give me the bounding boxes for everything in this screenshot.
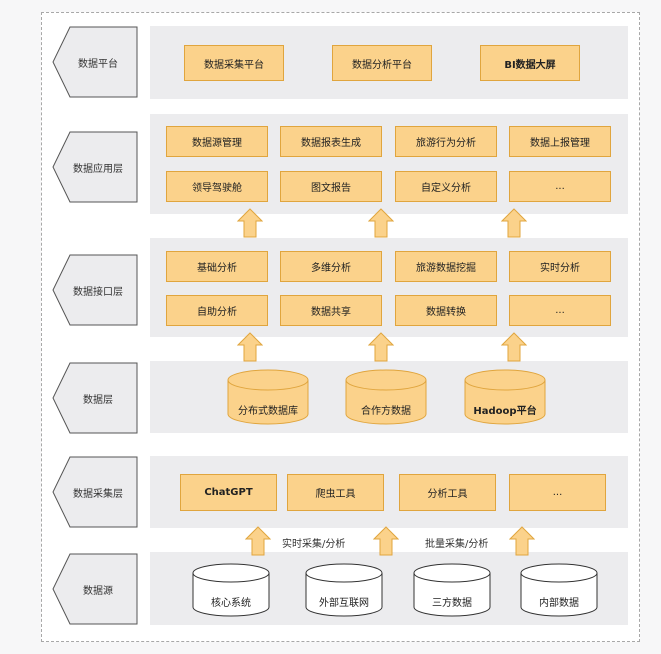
collection-item[interactable]: ChatGPT xyxy=(180,474,277,511)
layer-label-source-text: 数据源 xyxy=(83,585,113,597)
layer-label-platform: 数据平台 xyxy=(52,26,138,98)
interface-item[interactable]: ... xyxy=(509,295,611,326)
application-item[interactable]: 旅游行为分析 xyxy=(395,126,497,157)
data-store-label: 分布式数据库 xyxy=(238,406,298,417)
source-label: 外部互联网 xyxy=(319,598,369,609)
database-icon xyxy=(192,563,270,617)
collection-item[interactable]: 分析工具 xyxy=(399,474,496,511)
database-icon xyxy=(413,563,491,617)
layer-label-application: 数据应用层 xyxy=(52,131,138,203)
data-store-distributed-db[interactable]: 分布式数据库 xyxy=(227,369,309,425)
database-icon xyxy=(345,369,427,425)
data-store-label: 合作方数据 xyxy=(361,406,411,417)
platform-item[interactable]: 数据采集平台 xyxy=(184,45,284,81)
source-core-system[interactable]: 核心系统 xyxy=(192,563,270,617)
interface-item[interactable]: 多维分析 xyxy=(280,251,382,282)
source-label: 三方数据 xyxy=(432,598,472,609)
data-store-hadoop[interactable]: Hadoop平台 xyxy=(464,369,546,425)
layer-label-collection-text: 数据采集层 xyxy=(73,488,123,500)
up-arrow-icon xyxy=(373,526,399,556)
layer-label-collection: 数据采集层 xyxy=(52,456,138,528)
application-item[interactable]: 领导驾驶舱 xyxy=(166,171,268,202)
interface-item[interactable]: 实时分析 xyxy=(509,251,611,282)
layer-label-source: 数据源 xyxy=(52,553,138,625)
collection-item[interactable]: ... xyxy=(509,474,606,511)
source-external-internet[interactable]: 外部互联网 xyxy=(305,563,383,617)
up-arrow-icon xyxy=(368,332,394,362)
data-store-partner-data[interactable]: 合作方数据 xyxy=(345,369,427,425)
database-icon xyxy=(520,563,598,617)
collection-item[interactable]: 爬虫工具 xyxy=(287,474,384,511)
label-shape xyxy=(52,131,138,203)
application-item[interactable]: ... xyxy=(509,171,611,202)
up-arrow-icon xyxy=(245,526,271,556)
interface-item[interactable]: 基础分析 xyxy=(166,251,268,282)
up-arrow-icon xyxy=(501,208,527,238)
platform-item[interactable]: BI数据大屏 xyxy=(480,45,580,81)
label-shape xyxy=(52,254,138,326)
interface-item[interactable]: 数据共享 xyxy=(280,295,382,326)
layer-label-application-text: 数据应用层 xyxy=(73,163,123,175)
up-arrow-icon xyxy=(501,332,527,362)
flow-label-realtime: 实时采集/分析 xyxy=(282,539,346,550)
platform-item[interactable]: 数据分析平台 xyxy=(332,45,432,81)
layer-label-data: 数据层 xyxy=(52,362,138,434)
source-label: 核心系统 xyxy=(211,598,251,609)
database-icon xyxy=(305,563,383,617)
source-label: 内部数据 xyxy=(539,598,579,609)
source-internal-data[interactable]: 内部数据 xyxy=(520,563,598,617)
layer-label-data-text: 数据层 xyxy=(83,394,113,406)
interface-item[interactable]: 数据转换 xyxy=(395,295,497,326)
up-arrow-icon xyxy=(368,208,394,238)
interface-item[interactable]: 自助分析 xyxy=(166,295,268,326)
data-store-label: Hadoop平台 xyxy=(473,406,537,417)
application-item[interactable]: 自定义分析 xyxy=(395,171,497,202)
label-shape xyxy=(52,553,138,625)
application-item[interactable]: 图文报告 xyxy=(280,171,382,202)
up-arrow-icon xyxy=(509,526,535,556)
source-third-party[interactable]: 三方数据 xyxy=(413,563,491,617)
layer-label-platform-text: 数据平台 xyxy=(78,58,118,70)
up-arrow-icon xyxy=(237,332,263,362)
layer-label-interface-text: 数据接口层 xyxy=(73,286,123,298)
application-item[interactable]: 数据报表生成 xyxy=(280,126,382,157)
application-item[interactable]: 数据源管理 xyxy=(166,126,268,157)
application-item[interactable]: 数据上报管理 xyxy=(509,126,611,157)
database-icon xyxy=(227,369,309,425)
interface-item[interactable]: 旅游数据挖掘 xyxy=(395,251,497,282)
up-arrow-icon xyxy=(237,208,263,238)
label-shape xyxy=(52,26,138,98)
layer-label-interface: 数据接口层 xyxy=(52,254,138,326)
label-shape xyxy=(52,362,138,434)
flow-label-batch: 批量采集/分析 xyxy=(425,539,489,550)
label-shape xyxy=(52,456,138,528)
database-icon xyxy=(464,369,546,425)
